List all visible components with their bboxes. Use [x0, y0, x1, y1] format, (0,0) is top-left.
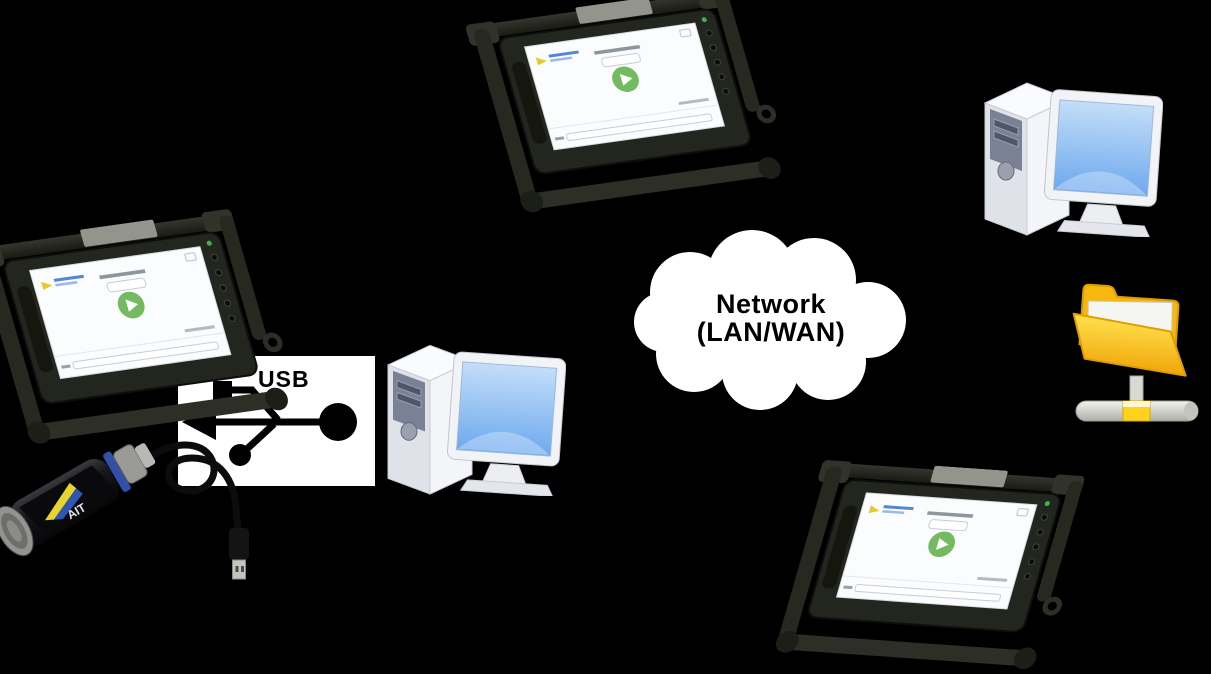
- usb-trident-icon: [182, 381, 357, 466]
- blue-collar: [103, 451, 131, 492]
- usb-plug: [229, 528, 249, 580]
- rugged-tablet-top: [458, 0, 814, 228]
- cloud-label-line1: Network: [715, 289, 827, 319]
- network-cloud: Network (LAN/WAN): [632, 228, 910, 414]
- rugged-tablet-bottom-right: [759, 457, 1115, 674]
- desktop-computer-top-right: [963, 57, 1163, 242]
- cloud-label: Network (LAN/WAN): [632, 290, 910, 346]
- cloud-label-line2: (LAN/WAN): [696, 317, 846, 347]
- rugged-tablet-left: [0, 204, 321, 459]
- usb-label-text: USB: [258, 366, 310, 392]
- shared-network-folder-icon: [1070, 280, 1205, 430]
- ait-logo-swoosh-blue: [53, 488, 83, 520]
- adapter-body: AIT: [0, 443, 156, 557]
- usb-cable: [142, 441, 242, 534]
- ait-logo-swoosh-yellow: [45, 482, 77, 521]
- cloud-icon: [634, 230, 906, 410]
- ait-usb-adapter: AIT: [0, 430, 270, 635]
- desktop-computer-center: [366, 320, 566, 501]
